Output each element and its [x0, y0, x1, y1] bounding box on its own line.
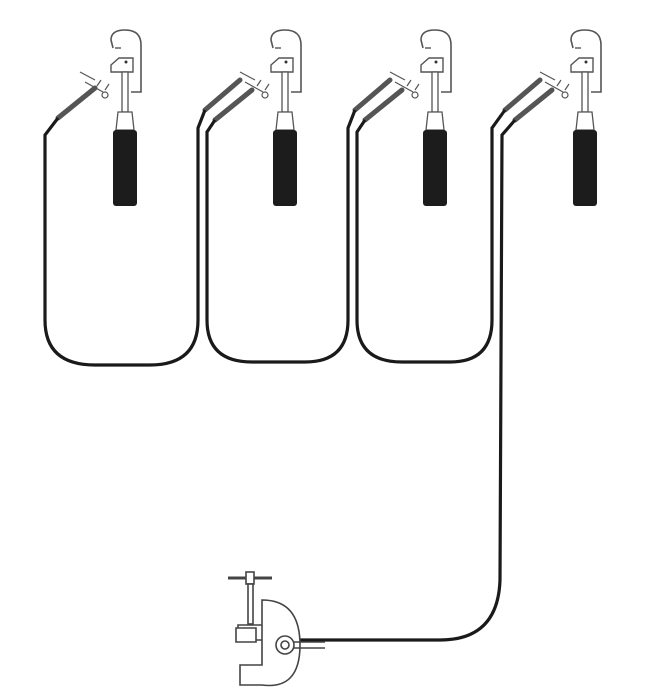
- cable-loop-1: [43, 109, 207, 367]
- cable-to-earth: [300, 118, 517, 642]
- clamp-4: [539, 29, 602, 207]
- cable-loop-2: [205, 109, 357, 364]
- earth-clamp: [228, 571, 325, 687]
- clamp-3: [389, 29, 452, 207]
- cable-loop-3: [355, 109, 507, 364]
- clamp-1: [79, 29, 142, 207]
- clamp-2: [239, 29, 302, 207]
- cable-sleeves: [55, 77, 555, 123]
- cables: [43, 109, 517, 642]
